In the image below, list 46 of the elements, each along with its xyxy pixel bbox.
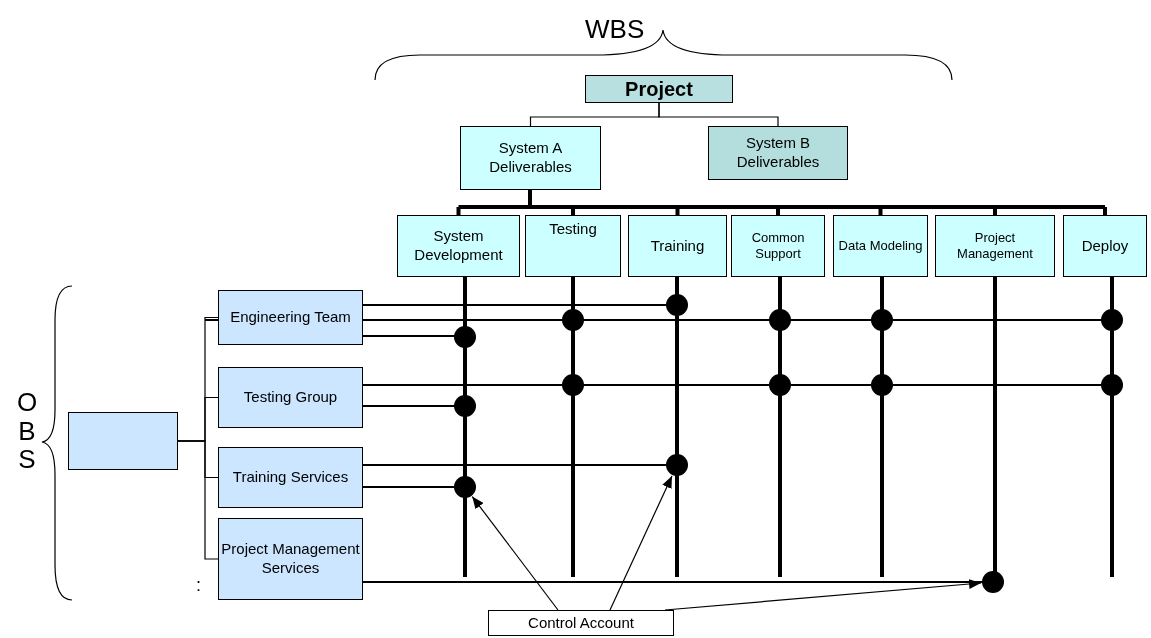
node-text: System Development	[413, 227, 504, 265]
wbs-label: WBS	[585, 13, 645, 46]
connector-line	[776, 207, 780, 215]
node-text: System A Deliverables	[488, 139, 573, 177]
node-text: Project	[625, 76, 693, 102]
org-unit-box	[218, 290, 363, 345]
org-unit-box	[218, 447, 363, 508]
arrow	[609, 475, 673, 611]
connector-line	[658, 102, 779, 127]
node-text: Engineering Team	[230, 308, 351, 327]
work-package-box	[628, 215, 727, 277]
connector-line	[675, 207, 680, 215]
connector-line	[878, 207, 883, 215]
node-text: Data Modeling	[838, 237, 923, 255]
bus-line	[456, 188, 1107, 209]
work-package-box	[731, 215, 825, 277]
work-package-box	[1063, 215, 1147, 277]
work-package-box	[525, 215, 621, 277]
connector-line	[571, 207, 575, 215]
continuation-mark: :	[196, 576, 201, 594]
work-package-box	[833, 215, 928, 277]
obs-label: OBS	[15, 388, 39, 474]
org-unit-box	[218, 518, 363, 600]
node-text: Training	[650, 236, 705, 256]
work-package-box	[935, 215, 1055, 277]
node-text: Project Management Services	[220, 540, 361, 578]
callout-box	[488, 610, 674, 636]
node-text: Deploy	[1081, 236, 1129, 256]
project-box	[585, 75, 733, 103]
organization-box	[68, 412, 178, 470]
connector-line	[993, 207, 997, 215]
node-text: Common Support	[750, 229, 806, 263]
connector-line	[456, 207, 461, 215]
node-text: Testing	[549, 220, 597, 239]
node-text: Control Account	[528, 613, 634, 633]
connector-line	[177, 440, 219, 560]
org-unit-box	[218, 367, 363, 428]
connector-line	[1103, 207, 1107, 215]
arrow	[471, 495, 559, 611]
deliverable-box	[708, 126, 848, 180]
node-text: Project Management	[956, 229, 1034, 263]
deliverable-box	[460, 126, 601, 190]
work-package-box	[397, 215, 520, 277]
node-text: Testing Group	[243, 388, 338, 407]
node-text: System B Deliverables	[735, 134, 821, 172]
node-text: Training Services	[232, 468, 349, 487]
